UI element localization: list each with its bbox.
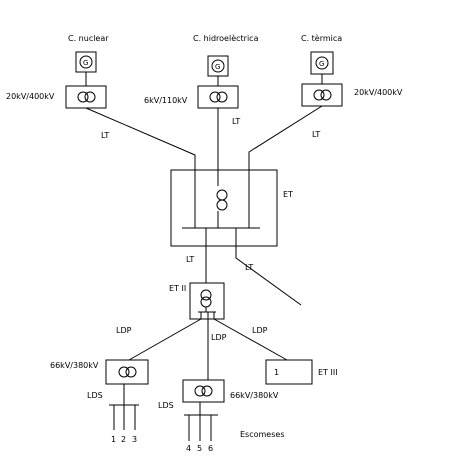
hydro-line-label: LT [232,117,240,126]
et-ii-label: ET II [169,284,186,293]
substation-center: 66kV/380kV LDS 4 5 6 Escomeses [158,379,285,453]
sub-left-output-3: 3 [132,435,137,444]
sub-center-output-4: 4 [186,444,191,453]
sub-center-transformer-icon [194,385,206,397]
hydro-generator-icon [211,59,225,73]
sub-left-output-2: 2 [121,435,126,444]
ldp-label-right: LDP [252,326,268,335]
hydro-plant-label: C. hidroelèctrica [193,33,259,43]
et-iii-label: ET III [318,368,338,377]
thermal-generator-symbol: G [319,60,324,68]
nuclear-generator-icon [79,55,93,69]
substation-left: 66kV/380kV LDS 1 2 3 [50,359,149,444]
sub-center-lds-label: LDS [158,401,174,410]
ldp-line-right [213,318,288,361]
et-ii-station: ET II [169,282,225,320]
thermal-plant: C. tèrmica G 20kV/400kV LT [248,33,403,170]
sub-left-output-1: 1 [111,435,116,444]
thermal-line [248,105,323,170]
thermal-plant-label: C. tèrmica [301,33,342,43]
et-iii-box-text: 1 [274,368,279,377]
sub-center-outputs-label: Escomeses [240,430,285,439]
hydro-transformer-ratio: 6kV/110kV [144,96,188,105]
et-out-line-2 [235,246,302,306]
hydro-plant: C. hidroelèctrica G 6kV/110kV LT [144,33,259,170]
ldp-line-left [128,318,202,361]
hydro-generator-symbol: G [215,63,220,71]
nuclear-line-label: LT [101,131,109,140]
thermal-line-label: LT [312,130,320,139]
ldp-label-left: LDP [116,326,132,335]
nuclear-generator-symbol: G [83,59,88,67]
thermal-transformer-icon [313,89,325,101]
thermal-transformer-ratio: 20kV/400kV [354,88,403,97]
sub-center-output-5: 5 [197,444,202,453]
et-out-line-label-1: LT [186,255,194,264]
et-main-label: ET [283,190,293,199]
et-iii-station: 1 ET III [265,359,338,385]
sub-center-transformer-box [182,379,225,403]
thermal-generator-icon [315,56,329,70]
thermal-transformer-box [301,83,343,107]
sub-left-transformer-box [105,359,149,385]
sub-left-transformer-icon [118,366,130,378]
sub-left-transformer-ratio: 66kV/380kV [50,361,99,370]
sub-center-transformer-ratio: 66kV/380kV [230,391,279,400]
sub-center-output-6: 6 [208,444,213,453]
nuclear-transformer-icon [77,91,89,103]
nuclear-transformer-box [65,85,107,109]
et-main-station: ET [170,169,293,247]
et-main-box [170,169,278,247]
nuclear-line [85,107,196,170]
et-ii-box [189,282,225,320]
et-out-line-label-2: LT [245,263,253,272]
nuclear-plant: C. nuclear G 20kV/400kV LT [6,34,196,170]
hydro-transformer-icon [209,91,221,103]
et-iii-box [265,359,313,385]
nuclear-transformer-ratio: 20kV/400kV [6,92,55,101]
nuclear-plant-label: C. nuclear [68,34,109,43]
et-ii-transformer-icon [200,289,212,301]
sub-left-lds-label: LDS [87,391,103,400]
ldp-label-center: LDP [211,333,227,342]
hydro-transformer-box [197,85,239,109]
